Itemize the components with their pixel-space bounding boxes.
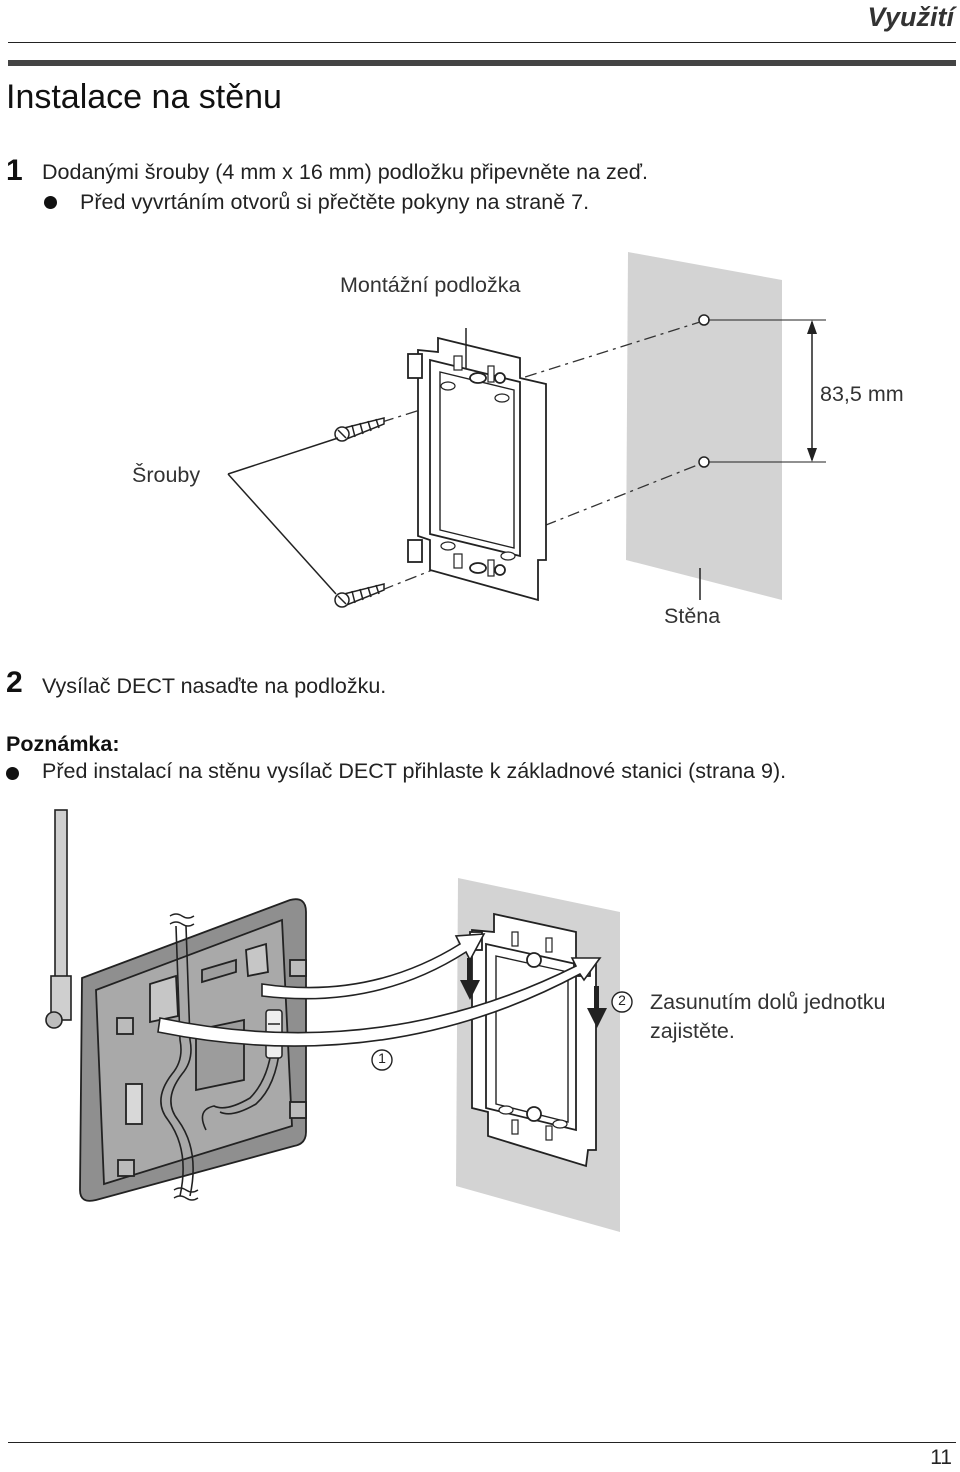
wall-panel [626, 252, 782, 600]
wall-label: Stěna [664, 604, 721, 628]
screws-label: Šrouby [132, 463, 201, 487]
note-text: Před instalací na stěnu vysílač DECT při… [42, 759, 787, 783]
bracket-label: Montážní podložka [340, 273, 521, 297]
mounting-bracket [407, 336, 547, 602]
screw-bottom [334, 583, 385, 608]
bracket-mounting-diagram [227, 252, 826, 608]
header-bar [8, 60, 956, 66]
footer-rule [8, 1442, 956, 1443]
dect-mounting-diagram [45, 809, 633, 1232]
marker-1-label: 1 [378, 1050, 386, 1066]
step-2-text: Vysílač DECT nasaďte na podložku. [42, 674, 387, 698]
step-caption-line-2: zajistěte. [650, 1019, 735, 1043]
header-rule [8, 42, 956, 43]
marker-2-circle [611, 991, 633, 1013]
note-label: Poznámka: [6, 732, 120, 756]
wall-hole-top [698, 314, 710, 326]
wall-hole-bottom [698, 456, 710, 468]
bullet-icon [6, 767, 19, 780]
step-1-bullet-text: Před vyvrtáním otvorů si přečtěte pokyny… [80, 190, 590, 214]
screw-top [334, 417, 385, 442]
marker-1-circle [371, 1049, 393, 1071]
page-title: Instalace na stěnu [6, 78, 282, 116]
step-1-number: 1 [6, 154, 23, 187]
step-2-number: 2 [6, 666, 23, 699]
arrow-down-icon [460, 958, 607, 1028]
bullet-icon [44, 196, 57, 209]
cables [160, 925, 281, 1197]
antenna [45, 809, 72, 1029]
section-label: Využití [867, 2, 954, 32]
dect-unit [79, 898, 307, 1202]
distance-label: 83,5 mm [820, 382, 904, 406]
step-1-text: Dodanými šrouby (4 mm x 16 mm) podložku … [42, 160, 648, 184]
step-caption-line-1: Zasunutím dolů jednotku [650, 990, 886, 1014]
page-number: 11 [930, 1446, 952, 1469]
marker-2-label: 2 [618, 992, 626, 1008]
arrow-icon [157, 933, 602, 1047]
